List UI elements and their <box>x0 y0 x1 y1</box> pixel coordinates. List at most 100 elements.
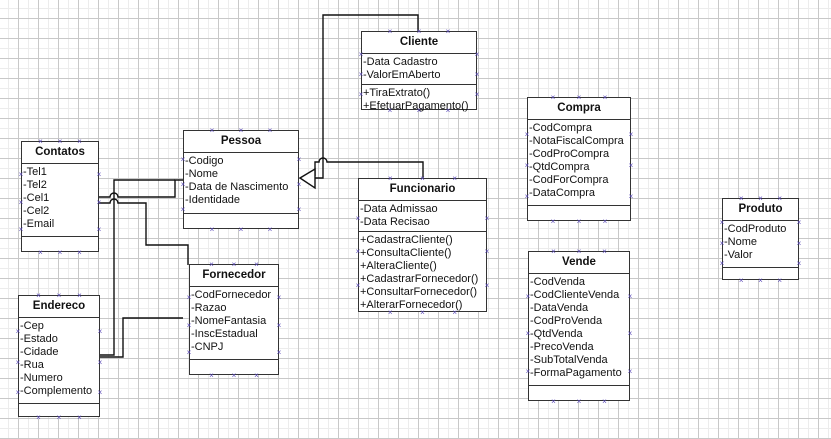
attribute: -Numero <box>20 372 63 384</box>
connection-point-marker: × <box>180 155 186 165</box>
class-funcionario[interactable]: Funcionario -Data Admissao -Data Recisao… <box>358 178 487 312</box>
connection-point-marker: × <box>777 275 783 285</box>
connection-point-marker: × <box>550 92 556 102</box>
connection-point-marker: × <box>627 366 633 376</box>
connection-point-marker: × <box>96 225 102 235</box>
connection-point-marker: × <box>209 259 214 269</box>
attribute: -Data de Nascimento <box>185 181 289 193</box>
class-title: Contatos <box>22 142 98 164</box>
class-title: Endereco <box>19 296 99 318</box>
connection-point-marker: × <box>15 388 21 398</box>
connection-point-marker: × <box>276 292 282 302</box>
attribute: -Cidade <box>20 346 59 358</box>
class-endereco[interactable]: Endereco -Cep -Estado -Cidade -Rua -Nume… <box>18 295 100 417</box>
attribute: -Identidade <box>185 194 241 206</box>
connection-point-marker: × <box>719 238 725 248</box>
class-compra[interactable]: Compra -CodCompra -NotaFiscalCompra -Cod… <box>527 97 631 221</box>
attribute: -Razao <box>191 302 227 314</box>
connection-point-marker: × <box>602 92 608 102</box>
attribute: -Rua <box>20 359 44 371</box>
connection-point-marker: × <box>57 247 63 257</box>
connection-point-marker: × <box>186 292 192 302</box>
class-title: Produto <box>723 199 798 221</box>
attribute: -CodProCompra <box>529 148 610 160</box>
connection-point-marker: × <box>719 218 725 228</box>
connection-point-marker: × <box>180 204 186 214</box>
connection-point-marker: × <box>524 160 530 170</box>
connection-point-marker: × <box>627 329 633 338</box>
attribute: -CodVenda <box>530 276 586 288</box>
connection-point-marker: × <box>231 370 237 380</box>
connection-point-marker: × <box>602 246 607 256</box>
attribute: -Complemento <box>20 385 93 397</box>
connection-point-marker: × <box>628 191 634 201</box>
connection-point-marker: × <box>97 357 103 367</box>
connection-point-marker: × <box>77 136 82 146</box>
class-contatos[interactable]: Contatos -Tel1 -Tel2 -Cel1 -Cel2 -Email <box>21 141 99 252</box>
class-title: Cliente <box>362 32 476 54</box>
attributes-compartment: -Data Admissao -Data Recisao <box>359 201 486 232</box>
attributes-compartment: -CodProduto -Nome -Valor <box>723 221 798 268</box>
link-funcionario-pessoa <box>314 157 424 178</box>
attributes-compartment: -CodFornecedor -Razao -NomeFantasia -Ins… <box>190 287 278 360</box>
connection-point-marker: × <box>777 193 783 203</box>
operation: +CadastrarFornecedor() <box>360 273 479 285</box>
connection-point-marker: × <box>209 370 214 380</box>
attribute: -Cep <box>20 320 44 332</box>
operations-compartment: +CadastraCliente() +ConsultaCliente() +A… <box>359 232 486 314</box>
connection-point-marker: × <box>738 193 744 203</box>
connection-point-marker: × <box>551 246 556 256</box>
connection-point-marker: × <box>484 280 490 290</box>
connection-point-marker: × <box>445 105 451 115</box>
attribute: -NomeFantasia <box>191 315 267 327</box>
connection-point-marker: × <box>628 129 634 139</box>
connection-point-marker: × <box>474 69 480 79</box>
attribute: -ValorEmAberto <box>363 69 441 81</box>
attribute: -Email <box>23 218 55 230</box>
connection-point-marker: × <box>416 105 422 115</box>
connection-point-marker: × <box>186 320 192 330</box>
connection-point-marker: × <box>796 259 802 269</box>
class-vende[interactable]: Vende -CodVenda -CodClienteVenda -DataVe… <box>528 251 630 401</box>
connection-point-marker: × <box>550 216 556 226</box>
connection-point-marker: × <box>355 280 361 290</box>
attribute: -Tel1 <box>23 166 47 178</box>
operations-compartment <box>19 404 99 408</box>
connection-point-marker: × <box>77 412 82 422</box>
connection-point-marker: × <box>276 348 282 358</box>
connection-point-marker: × <box>97 327 103 337</box>
class-cliente[interactable]: Cliente -Data Cadastro -ValorEmAberto +T… <box>361 31 477 112</box>
connection-point-marker: × <box>387 173 393 183</box>
connection-point-marker: × <box>452 307 458 317</box>
class-produto[interactable]: Produto -CodProduto -Nome -Valor <box>722 198 799 280</box>
connection-point-marker: × <box>484 247 490 257</box>
connection-point-marker: × <box>387 307 393 317</box>
attributes-compartment: -Codigo -Nome -Data de Nascimento -Ident… <box>184 153 298 214</box>
attribute: -Estado <box>20 333 58 345</box>
operation: +TiraExtrato() <box>363 87 431 99</box>
connection-point-marker: × <box>474 89 480 99</box>
connection-point-marker: × <box>525 329 531 338</box>
class-fornecedor[interactable]: Fornecedor -CodFornecedor -Razao -NomeFa… <box>189 264 279 375</box>
connection-point-marker: × <box>758 193 763 203</box>
connection-point-marker: × <box>484 213 490 223</box>
connection-point-marker: × <box>56 290 62 300</box>
link-pessoa-endereco <box>99 179 175 356</box>
attribute: -Cel1 <box>23 192 50 204</box>
attribute: -Data Admissao <box>360 203 438 215</box>
connection-point-marker: × <box>267 224 273 234</box>
attribute: -CodForCompra <box>529 174 609 186</box>
connection-point-marker: × <box>231 259 237 269</box>
connection-point-marker: × <box>276 320 282 330</box>
connection-point-marker: × <box>576 216 582 226</box>
operation: +CadastraCliente() <box>360 234 453 246</box>
class-title: Pessoa <box>184 131 298 153</box>
connection-point-marker: × <box>77 290 82 300</box>
connection-point-marker: × <box>576 92 582 102</box>
attribute: -CodClienteVenda <box>530 289 620 301</box>
attribute: -CodCompra <box>529 122 592 134</box>
connection-point-marker: × <box>15 357 21 367</box>
class-pessoa[interactable]: Pessoa -Codigo -Nome -Data de Nascimento… <box>183 130 299 229</box>
operations-compartment <box>22 237 98 241</box>
operations-compartment <box>529 386 629 390</box>
